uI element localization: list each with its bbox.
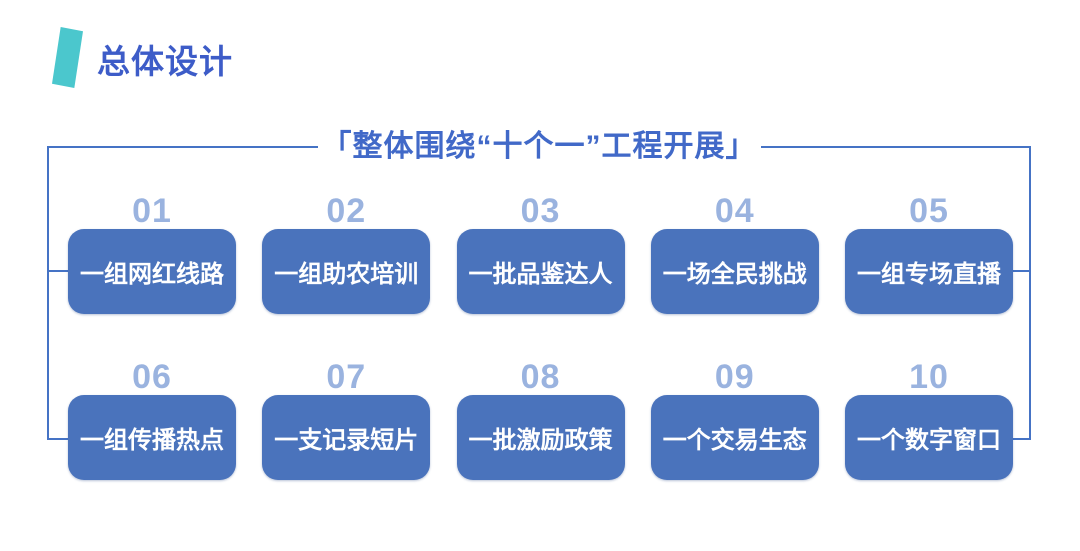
item-number: 04 (714, 192, 755, 230)
cards-row-2: 06 一组传播热点 07 一支记录短片 08 一批激励政策 09 一个交易生态 … (68, 359, 1013, 480)
connector-tick-row2-left (47, 438, 69, 440)
project-item: 01 一组网红线路 (68, 193, 236, 314)
bracket-vertical-line-left (47, 146, 49, 440)
item-number: 02 (326, 192, 367, 230)
project-item: 04 一场全民挑战 (650, 192, 819, 314)
item-label: 一批激励政策 (468, 427, 613, 454)
item-box: 一组专场直播 (845, 229, 1013, 314)
item-number: 10 (909, 358, 949, 396)
item-label: 一个交易生态 (662, 427, 807, 454)
project-item: 02 一组助农培训 (262, 192, 431, 314)
connector-tick-row2-right (1011, 438, 1031, 440)
item-box: 一批品鉴达人 (456, 229, 625, 314)
item-label: 一个数字窗口 (857, 427, 1001, 454)
item-number: 01 (132, 192, 172, 230)
section-marker-icon (52, 27, 83, 88)
section-title: 总体设计 (97, 43, 233, 80)
item-label: 一组专场直播 (857, 261, 1001, 288)
title-connector-line-right (760, 146, 1031, 148)
item-label: 一组网红线路 (80, 261, 224, 288)
item-label: 一组传播热点 (80, 427, 224, 454)
project-item: 09 一个交易生态 (650, 358, 819, 480)
item-number: 03 (520, 192, 561, 230)
item-box: 一批激励政策 (456, 395, 625, 480)
project-item: 08 一批激励政策 (456, 358, 625, 480)
item-label: 一批品鉴达人 (468, 261, 613, 288)
bracket-vertical-line-right (1029, 146, 1031, 440)
item-box: 一组网红线路 (68, 229, 236, 314)
item-box: 一场全民挑战 (650, 229, 819, 314)
item-number: 09 (714, 358, 755, 396)
project-item: 06 一组传播热点 (68, 359, 236, 480)
project-item: 03 一批品鉴达人 (456, 192, 625, 314)
item-label: 一组助农培训 (274, 261, 419, 288)
connector-tick-row1-right (1011, 270, 1031, 272)
item-box: 一组传播热点 (68, 395, 236, 480)
item-label: 一场全民挑战 (662, 261, 807, 288)
item-box: 一组助农培训 (262, 229, 431, 314)
item-number: 05 (909, 192, 949, 230)
item-number: 07 (326, 358, 367, 396)
project-item: 10 一个数字窗口 (845, 359, 1013, 480)
title-connector-line-left (47, 146, 318, 148)
item-label: 一支记录短片 (274, 427, 419, 454)
connector-tick-row1-left (47, 270, 69, 272)
item-box: 一支记录短片 (262, 395, 431, 480)
diagram-title: 「整体围绕“十个一”工程开展」 (321, 130, 757, 163)
cards-row-1: 01 一组网红线路 02 一组助农培训 03 一批品鉴达人 04 一场全民挑战 … (68, 193, 1013, 314)
item-number: 06 (132, 358, 172, 396)
diagram-title-row: 「整体围绕“十个一”工程开展」 (47, 126, 1031, 168)
project-item: 07 一支记录短片 (262, 358, 431, 480)
item-box: 一个数字窗口 (845, 395, 1013, 480)
item-box: 一个交易生态 (650, 395, 819, 480)
item-number: 08 (520, 358, 561, 396)
project-item: 05 一组专场直播 (845, 193, 1013, 314)
